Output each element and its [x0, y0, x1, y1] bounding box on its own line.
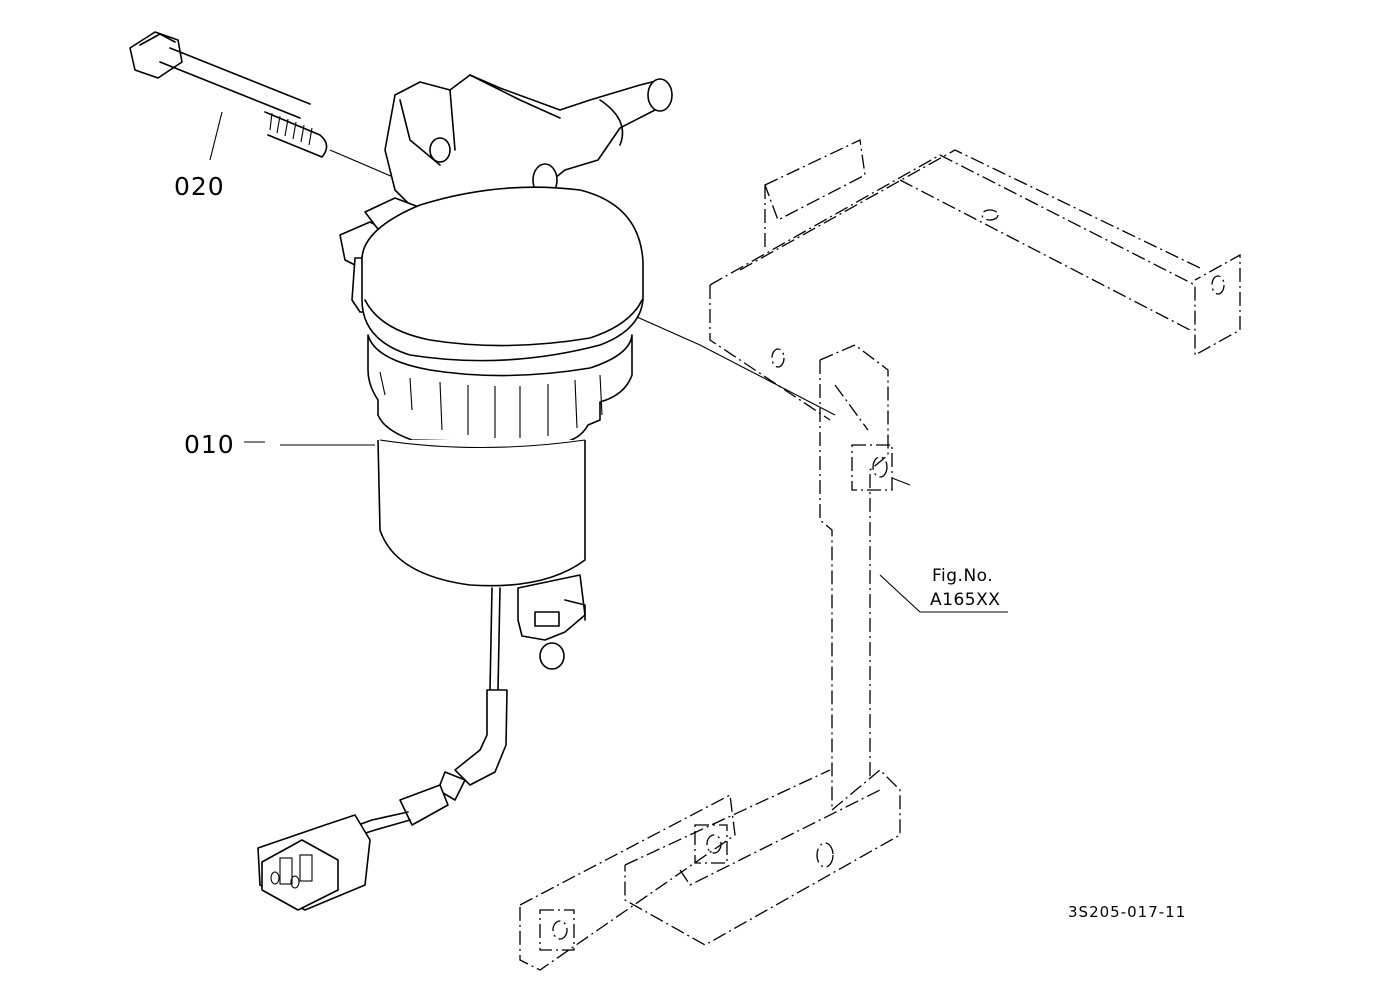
- bolt-020: [129, 31, 401, 181]
- drawing-code: 3S205-017-11: [1068, 903, 1187, 921]
- sensor-harness: [257, 587, 508, 911]
- leader-lines: [209, 111, 1008, 613]
- fig-number-value: A165XX: [930, 590, 1001, 610]
- fig-number-label: Fig.No.: [932, 566, 994, 586]
- callout-020: 020: [174, 172, 225, 201]
- mounting-bracket: [519, 139, 1241, 971]
- filter-bowl-010: [361, 186, 644, 670]
- leader-fig: [879, 574, 1008, 613]
- callout-010: 010: [184, 430, 235, 459]
- leader-020: [209, 111, 223, 161]
